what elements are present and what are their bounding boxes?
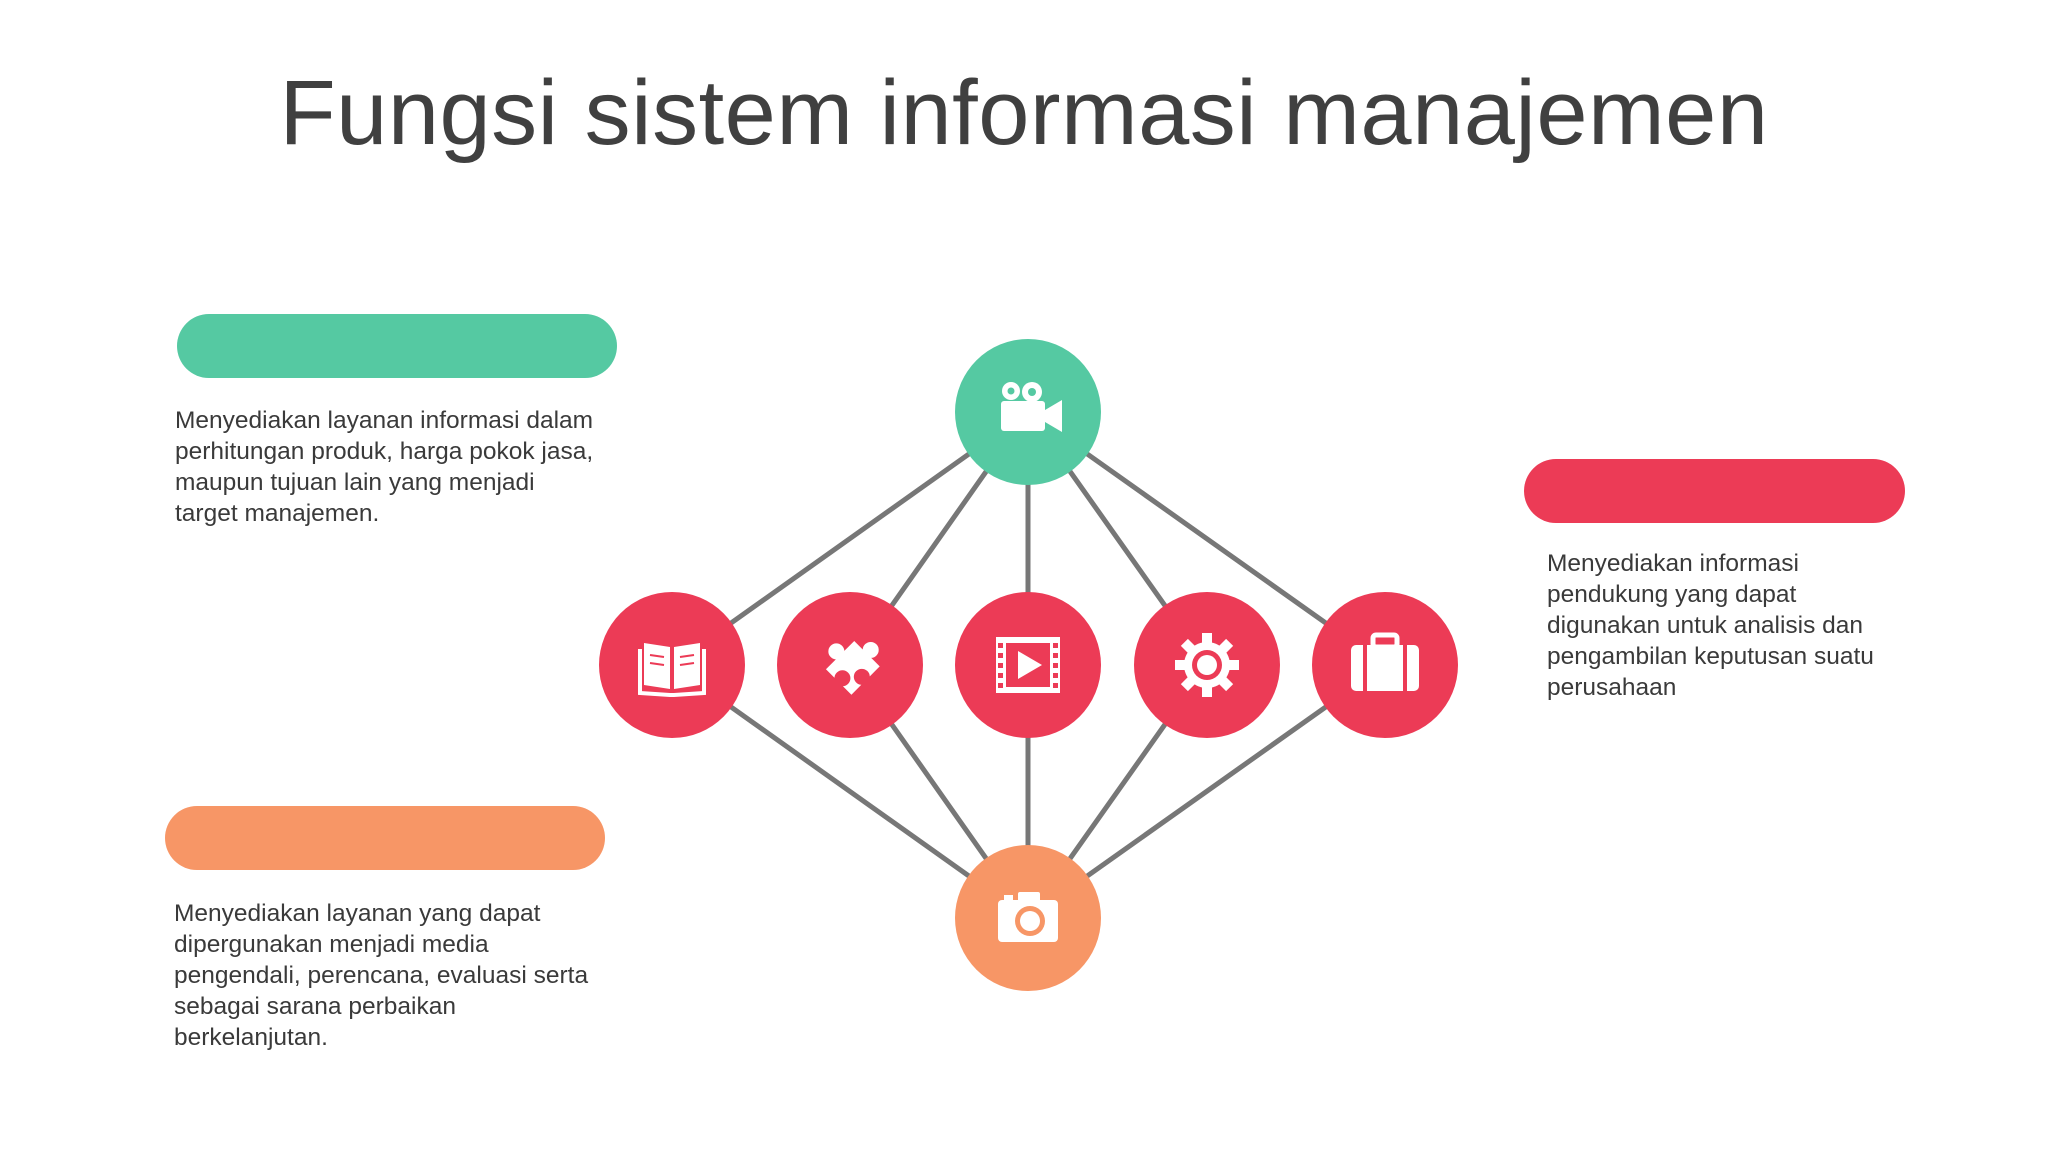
red-description-line: perusahaan bbox=[1547, 674, 1677, 701]
orange-description-line: berkelanjutan. bbox=[174, 1024, 328, 1051]
bottom-node bbox=[955, 845, 1101, 991]
orange-description-line: Menyediakan layanan yang dapat bbox=[174, 900, 541, 927]
puzzle-icon bbox=[825, 640, 880, 695]
green-description: Menyediakan layanan informasi dalam perh… bbox=[175, 405, 625, 529]
red-heading-pill bbox=[1524, 459, 1905, 523]
middle-node-briefcase bbox=[1312, 592, 1458, 738]
middle-node-book bbox=[599, 592, 745, 738]
video-play-icon bbox=[996, 637, 1060, 693]
gear-icon bbox=[1175, 633, 1239, 697]
red-description-line: pengambilan keputusan suatu bbox=[1547, 643, 1874, 670]
camera-icon bbox=[998, 892, 1058, 942]
green-description-line: Menyediakan layanan informasi dalam bbox=[175, 407, 594, 434]
briefcase-icon bbox=[1351, 632, 1419, 691]
red-description-line: pendukung yang dapat bbox=[1547, 581, 1797, 608]
video-camera-icon bbox=[1001, 382, 1062, 432]
middle-node-gear bbox=[1134, 592, 1280, 738]
orange-description-line: pengendali, perencana, evaluasi serta bbox=[174, 962, 589, 989]
orange-description-line: sebagai sarana perbaikan bbox=[174, 993, 456, 1020]
green-heading-pill bbox=[177, 314, 617, 378]
middle-node-video bbox=[955, 592, 1101, 738]
orange-description: Menyediakan layanan yang dapat diperguna… bbox=[174, 898, 624, 1053]
page-title: Fungsi sistem informasi manajemen bbox=[279, 62, 1769, 164]
middle-node-puzzle bbox=[777, 592, 923, 738]
red-description: Menyediakan informasi pendukung yang dap… bbox=[1547, 548, 1927, 703]
red-description-line: digunakan untuk analisis dan bbox=[1547, 612, 1864, 639]
orange-description-line: dipergunakan menjadi media bbox=[174, 931, 489, 958]
green-description-line: target manajemen. bbox=[175, 500, 380, 527]
book-icon bbox=[638, 643, 706, 697]
green-description-line: perhitungan produk, harga pokok jasa, bbox=[175, 438, 594, 465]
book-node-circle bbox=[599, 592, 745, 738]
top-node bbox=[955, 339, 1101, 485]
orange-heading-pill bbox=[165, 806, 605, 870]
green-description-line: maupun tujuan lain yang menjadi bbox=[175, 469, 535, 496]
red-description-line: Menyediakan informasi bbox=[1547, 550, 1799, 577]
